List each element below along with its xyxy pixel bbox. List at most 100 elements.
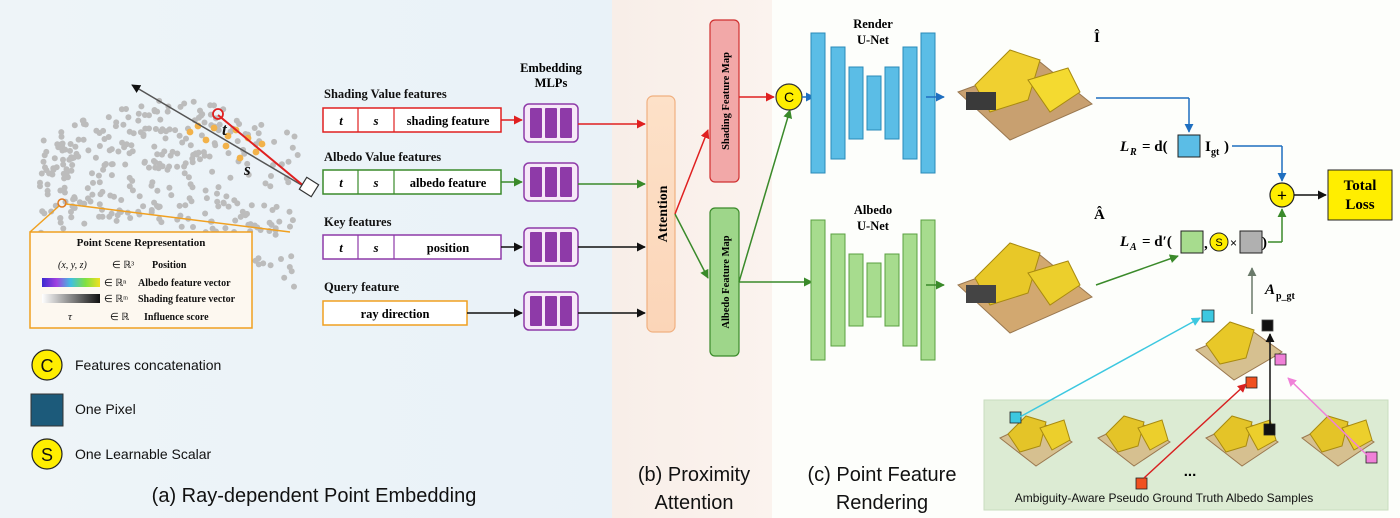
cloud-point [148,182,155,189]
embedding-mlps [523,103,579,331]
rendered-image [957,49,1093,141]
cloud-point [93,127,100,134]
ps-albedo-desc: Albedo feature vector [138,278,231,289]
cloud-point [81,200,88,207]
albedo-features-title: Albedo Value features [324,150,441,164]
unet-layer [810,219,826,361]
ps-shading-space: ∈ ℝᵐ [104,294,128,305]
la-subscript: A [1129,242,1137,253]
cloud-point [157,116,164,123]
cloud-point [57,187,64,194]
cloud-point [150,158,157,164]
cloud-point [223,193,230,200]
scalar-glyph-icon [31,438,63,470]
albedo-map-label: Albedo Feature Map [721,235,732,328]
key-features: Key features t s position [322,215,502,260]
cloud-point [206,153,213,160]
cloud-point [211,102,217,109]
cloud-point [71,205,78,211]
cloud-point [136,193,143,200]
key-features-title: Key features [324,215,392,229]
unet-layer [902,46,918,160]
render-unet-title-line2: U-Net [857,33,890,47]
mlp-layer [560,167,572,197]
cloud-point [172,127,179,134]
sample-bucket [1039,419,1071,451]
cloud-point [130,130,137,137]
lr-eq: = d( [1142,139,1168,155]
ps-position-symbol: (x, y, z) [58,260,88,271]
cloud-point [92,154,99,161]
cloud-point [96,201,103,208]
highlighted-point [236,154,244,162]
cloud-point [287,223,293,230]
ps-position-space: ∈ ℝ³ [112,260,134,271]
legend-scalar-glyph: S [41,445,53,465]
cloud-point [273,203,280,210]
cloud-point [215,203,222,210]
a-hat-label: Â [1094,206,1105,223]
mlp-title-line2: MLPs [535,76,568,90]
cloud-point [96,143,103,149]
camera-icon [298,176,320,198]
highlighted-point [210,124,218,132]
la-symbol: L [1119,234,1129,250]
pixel-sample-black [1261,319,1274,332]
cloud-point [183,135,189,142]
cloud-point [125,114,132,121]
cloud-point [231,197,238,204]
cloud-point [190,98,197,105]
unet-layer [810,32,826,174]
apgt-symbol: A [1264,282,1275,298]
cloud-point [276,218,283,225]
cloud-point [50,165,57,172]
cloud-point [212,142,219,149]
cloud-point [202,210,209,217]
legend-concat-label: Features concatenation [75,357,221,373]
cloud-point [48,208,55,215]
cloud-point [179,139,186,146]
cloud-point [157,128,164,135]
total-loss-box [1327,169,1393,221]
unet-layer [830,233,846,347]
excavator-bucket-shape [1027,67,1081,113]
cloud-point [89,191,96,198]
cloud-point [284,129,290,136]
panel-a-caption: (a) Ray-dependent Point Embedding [152,485,477,507]
cloud-point [195,149,202,156]
apgt-subscript: p_gt [1276,291,1296,302]
cloud-point [234,138,241,145]
albedo-unet-title-line1: Albedo [854,203,892,217]
highlighted-point [186,128,194,136]
cloud-point [105,114,112,121]
cloud-point [129,187,136,194]
cloud-point [244,210,250,217]
arrow-cyan-sample [1017,317,1201,419]
albedo-gradient-swatch [42,278,100,287]
cloud-point [89,170,95,177]
cloud-point [178,223,185,230]
cloud-point [269,207,276,213]
render-loss-equation: L R = d( I gt ) [1119,134,1229,158]
cloud-point [177,103,184,110]
shading-feature-vector [322,107,502,133]
unet-layer [848,253,864,327]
cloud-point [118,197,125,203]
cloud-point [225,203,232,210]
cloud-point [187,181,194,188]
mlp-layer [545,167,557,197]
cloud-point [227,174,234,181]
cloud-point [84,185,91,192]
cloud-point [174,163,181,170]
cloud-point [182,202,189,209]
pixel-albedo-icon [1180,230,1204,254]
arrow-orange-sample [1143,383,1247,479]
attention-label: Attention [656,185,671,242]
sample-pixel [1135,477,1148,490]
arrow-albedo-to-la [1095,254,1179,286]
shading-map-label: Shading Feature Map [721,52,732,150]
cloud-point [222,225,229,232]
cloud-point [185,174,192,181]
la-scalar: S [1215,237,1222,249]
render-unet-title-line1: Render [853,17,893,31]
